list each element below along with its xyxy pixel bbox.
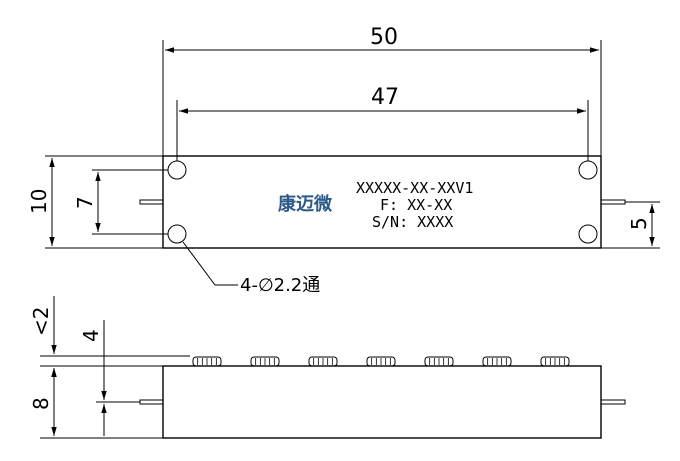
module-body-side <box>162 365 602 439</box>
side-left-pin <box>139 399 164 405</box>
side-right-pin <box>600 399 626 405</box>
dim-flange-max: <2 <box>29 307 53 336</box>
mounting-hole-top-left <box>167 160 187 180</box>
dim-height: 10 <box>27 189 51 214</box>
top-view: 康迈微 XXXXX-XX-XXV1 F: XX-XX S/N: XXXX 50 … <box>27 25 660 296</box>
connector-nut <box>540 356 570 367</box>
dim-pin-height: 4 <box>79 329 103 342</box>
brand-logo: 康迈微 <box>278 193 332 215</box>
connector-row <box>192 356 570 367</box>
connector-nut <box>308 356 338 367</box>
model-number: XXXXX-XX-XXV1 <box>356 179 473 197</box>
mounting-hole-bottom-right <box>578 224 598 244</box>
connector-nut <box>482 356 512 367</box>
connector-nut <box>192 356 222 367</box>
side-view: <2 8 4 <box>29 296 626 439</box>
right-pin <box>600 199 626 205</box>
dim-body-thickness: 8 <box>29 397 53 410</box>
frequency-label: F: XX-XX <box>380 196 452 214</box>
mounting-hole-top-right <box>578 160 598 180</box>
connector-nut <box>424 356 454 367</box>
connector-nut <box>366 356 396 367</box>
serial-label: S/N: XXXX <box>372 213 453 231</box>
dim-hole-vertical-spacing: 7 <box>73 196 97 209</box>
connector-nut <box>250 356 280 367</box>
mounting-hole-bottom-left <box>167 224 187 244</box>
hole-callout-leader <box>182 241 238 286</box>
dim-hole-spacing: 47 <box>371 85 399 110</box>
dim-overall-length: 50 <box>370 25 398 50</box>
hole-note: 4-∅2.2通 <box>240 275 320 296</box>
left-pin <box>139 199 164 205</box>
dim-pin-offset: 5 <box>627 217 651 230</box>
